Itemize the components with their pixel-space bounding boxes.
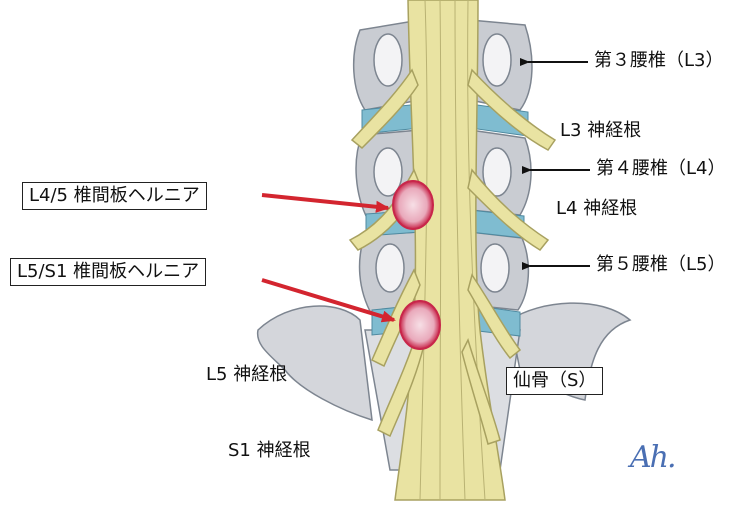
label-hernia-l45: L4/5 椎間板ヘルニア <box>22 182 207 210</box>
label-l3-vertebra: 第３腰椎（L3） <box>594 50 724 71</box>
nerve-roots <box>348 68 557 445</box>
nerve-fibers <box>419 0 486 501</box>
label-l4-vertebra: 第４腰椎（L4） <box>596 158 726 179</box>
label-l3-nerve: L3 神経根 <box>560 120 642 141</box>
label-arrows <box>520 58 590 270</box>
label-l5-vertebra: 第５腰椎（L5） <box>596 254 726 275</box>
hernia-l45 <box>392 180 434 230</box>
label-s1-nerve: S1 神経根 <box>228 440 311 461</box>
artist-signature: Ah. <box>630 440 677 475</box>
label-hernia-l5s1: L5/S1 椎間板ヘルニア <box>10 258 207 286</box>
label-sacrum: 仙骨（S） <box>506 367 604 395</box>
label-l4-nerve: L4 神経根 <box>556 198 638 219</box>
hernia-arrows <box>261 193 396 323</box>
hernia-l5s1 <box>399 300 441 350</box>
label-l5-nerve: L5 神経根 <box>206 364 288 385</box>
